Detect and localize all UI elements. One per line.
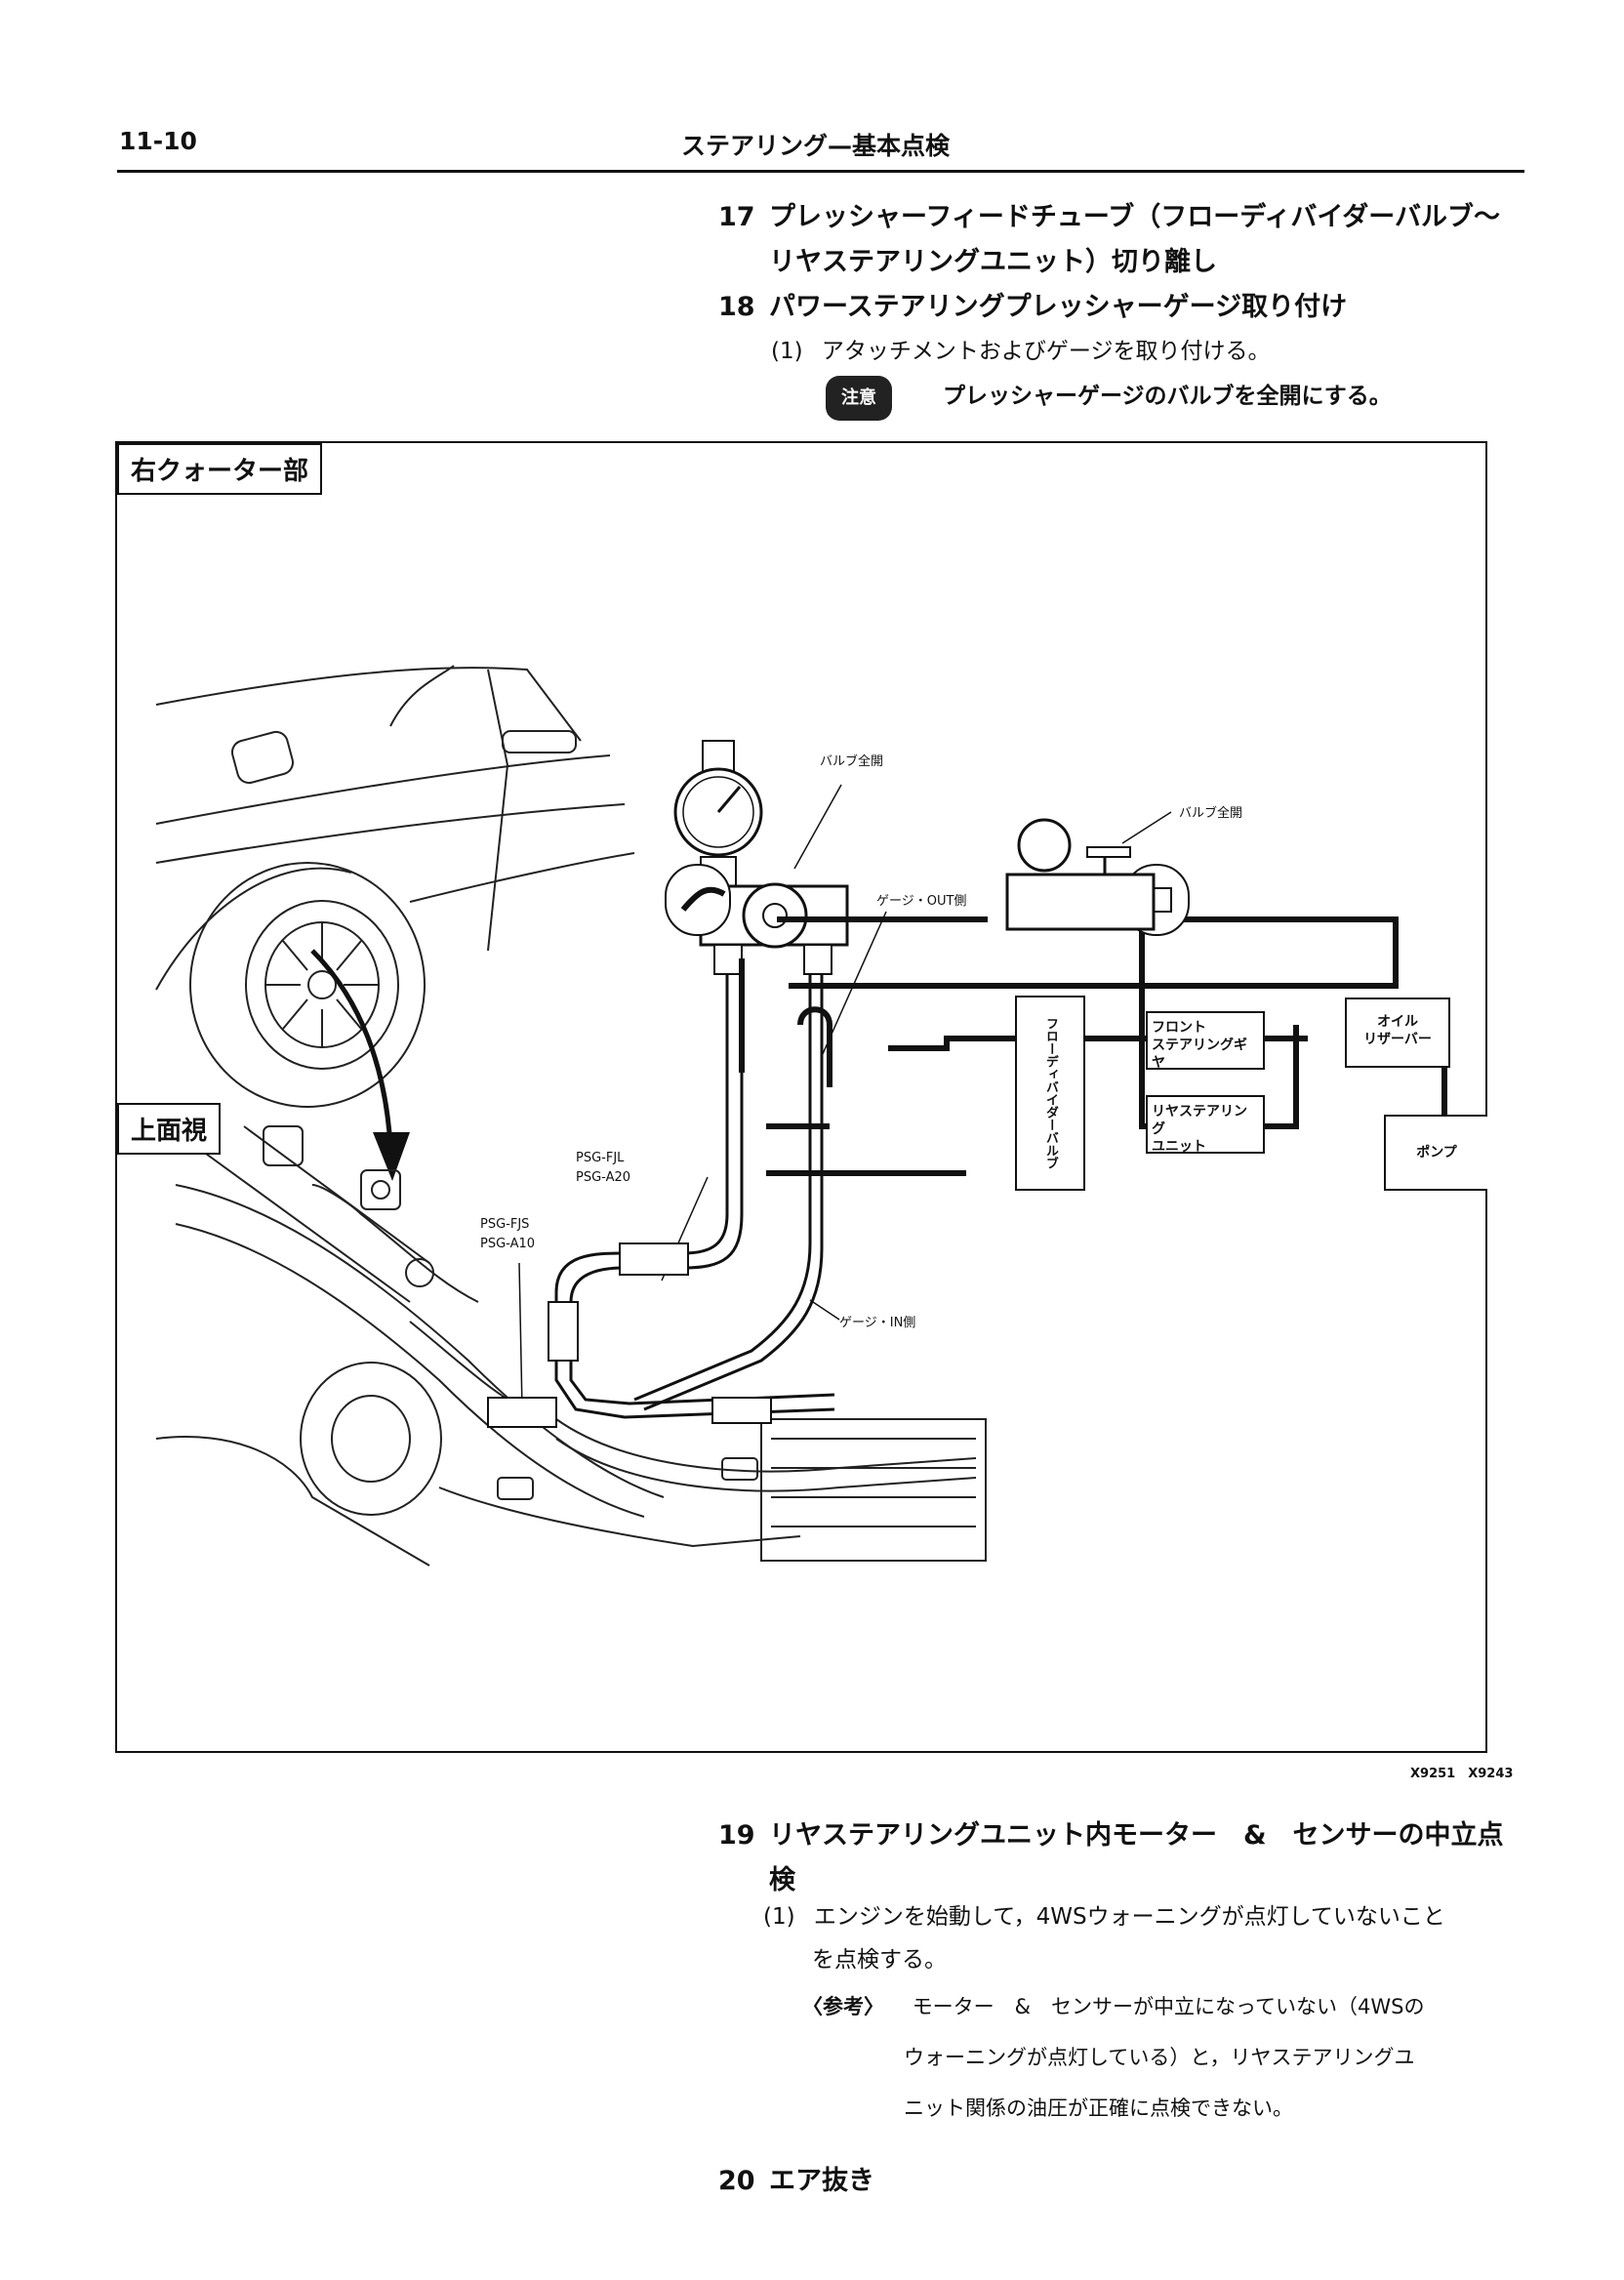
step-19-ref-line1: モーター & センサーが中立になっていない（4WSの bbox=[912, 1995, 1425, 2018]
step-18: 18 パワーステアリングプレッシャーゲージ取り付け bbox=[718, 285, 1538, 330]
tag-right-quarter: 右クォーター部 bbox=[117, 443, 323, 495]
flow-rear-unit-line2: ユニット bbox=[1152, 1139, 1206, 1155]
flow-divider-valve: フローディバイダーバルブ bbox=[1015, 996, 1085, 1191]
step-19-sub: (1) エンジンを始動して，4WSウォーニングが点灯していないこと を点検する。 bbox=[763, 1895, 1544, 1981]
label-gauge-out: ゲージ・OUT側 bbox=[876, 894, 967, 909]
step-19-line1: リヤステアリングユニット内モーター & センサーの中立点 bbox=[769, 1820, 1504, 1851]
rear-tire bbox=[189, 862, 426, 1108]
caution: 注意 プレッシャーゲージのバルブを全開にする。 bbox=[826, 375, 1392, 421]
flow-front-steering-gear: フロント ステアリングギヤ bbox=[1146, 1011, 1265, 1071]
step-19-sub-line2: を点検する。 bbox=[812, 1947, 947, 1973]
figure-reference: X9251 X9243 bbox=[1410, 1767, 1514, 1781]
step-17-line1: プレッシャーフィードチューブ（フローディバイダーバルブ〜 bbox=[769, 202, 1500, 232]
step-18-sub-marker: (1) bbox=[771, 339, 803, 364]
step-18-line1: パワーステアリングプレッシャーゲージ取り付け bbox=[769, 292, 1348, 322]
figure-illustration bbox=[155, 665, 1447, 1567]
step-19-line2: 検 bbox=[769, 1865, 795, 1895]
label-psg-fjl: PSG-FJL bbox=[576, 1151, 625, 1165]
label-psg-a20: PSG-A20 bbox=[576, 1170, 631, 1185]
flow-front-gear-line1: フロント bbox=[1152, 1020, 1206, 1036]
step-19-ref-line3: ニット関係の油圧が正確に点検できない。 bbox=[904, 2097, 1293, 2120]
step-17-line2: リヤステアリングユニット）切り離し bbox=[769, 247, 1217, 277]
tag-top-view: 上面視 bbox=[117, 1103, 222, 1155]
flow-pump: ポンプ bbox=[1384, 1115, 1487, 1191]
rear-diff bbox=[300, 1362, 442, 1516]
label-valve-open-right: バルブ全開 bbox=[1179, 806, 1243, 821]
caution-badge: 注意 bbox=[826, 376, 892, 421]
step-20: 20 エア抜き bbox=[718, 2159, 874, 2204]
flow-reservoir-line1: オイル bbox=[1377, 1014, 1418, 1030]
page-number: 11-10 bbox=[119, 127, 197, 155]
step-19-ref-label: 〈参考〉 bbox=[802, 1995, 884, 2018]
step-20-text: エア抜き bbox=[769, 2166, 874, 2196]
step-19-reference: 〈参考〉 モーター & センサーが中立になっていない（4WSの ウォーニングが点… bbox=[802, 1981, 1544, 2134]
figure-frame: 右クォーター部 上面視 バルブ全開 ゲージ・OUT側 ゲージ・IN側 PSG-F… bbox=[115, 441, 1487, 1753]
step-19-ref-line2: ウォーニングが点灯している）と，リヤステアリングユ bbox=[904, 2046, 1415, 2069]
step-19-sub-marker: (1) bbox=[763, 1904, 795, 1930]
label-valve-open-left: バルブ全開 bbox=[820, 754, 884, 769]
step-19: 19 リヤステアリングユニット内モーター & センサーの中立点 検 bbox=[718, 1813, 1538, 1903]
step-17-number: 17 bbox=[718, 202, 755, 232]
car-roof-line bbox=[155, 667, 582, 742]
door-handle bbox=[502, 730, 577, 753]
step-20-number: 20 bbox=[718, 2166, 755, 2196]
step-18-number: 18 bbox=[718, 292, 755, 322]
step-18-sub: (1) アタッチメントおよびゲージを取り付ける。 bbox=[771, 330, 1270, 373]
step-19-sub-line1: エンジンを始動して，4WSウォーニングが点灯していないこと bbox=[813, 1904, 1445, 1930]
caution-text: プレッシャーゲージのバルブを全開にする。 bbox=[943, 384, 1392, 409]
flow-rear-steering-unit: リヤステアリング ユニット bbox=[1146, 1095, 1265, 1155]
section-title: ステアリング—基本点検 bbox=[681, 132, 951, 160]
label-psg-fjs: PSG-FJS bbox=[480, 1217, 530, 1232]
step-19-number: 19 bbox=[718, 1820, 755, 1851]
header-rule bbox=[117, 170, 1524, 173]
label-psg-a10: PSG-A10 bbox=[480, 1237, 536, 1251]
step-18-sub-text: アタッチメントおよびゲージを取り付ける。 bbox=[821, 339, 1271, 364]
step-17: 17 プレッシャーフィードチューブ（フローディバイダーバルブ〜 リヤステアリングユ… bbox=[718, 195, 1538, 285]
label-gauge-in: ゲージ・IN側 bbox=[839, 1316, 916, 1330]
flow-rear-unit-line1: リヤステアリング bbox=[1152, 1104, 1247, 1137]
flow-front-gear-line2: ステアリングギヤ bbox=[1152, 1038, 1247, 1071]
fuel-lid bbox=[230, 730, 295, 785]
flow-oil-reservoir: オイル リザーバー bbox=[1345, 998, 1450, 1068]
flow-reservoir-line2: リザーバー bbox=[1363, 1032, 1432, 1047]
